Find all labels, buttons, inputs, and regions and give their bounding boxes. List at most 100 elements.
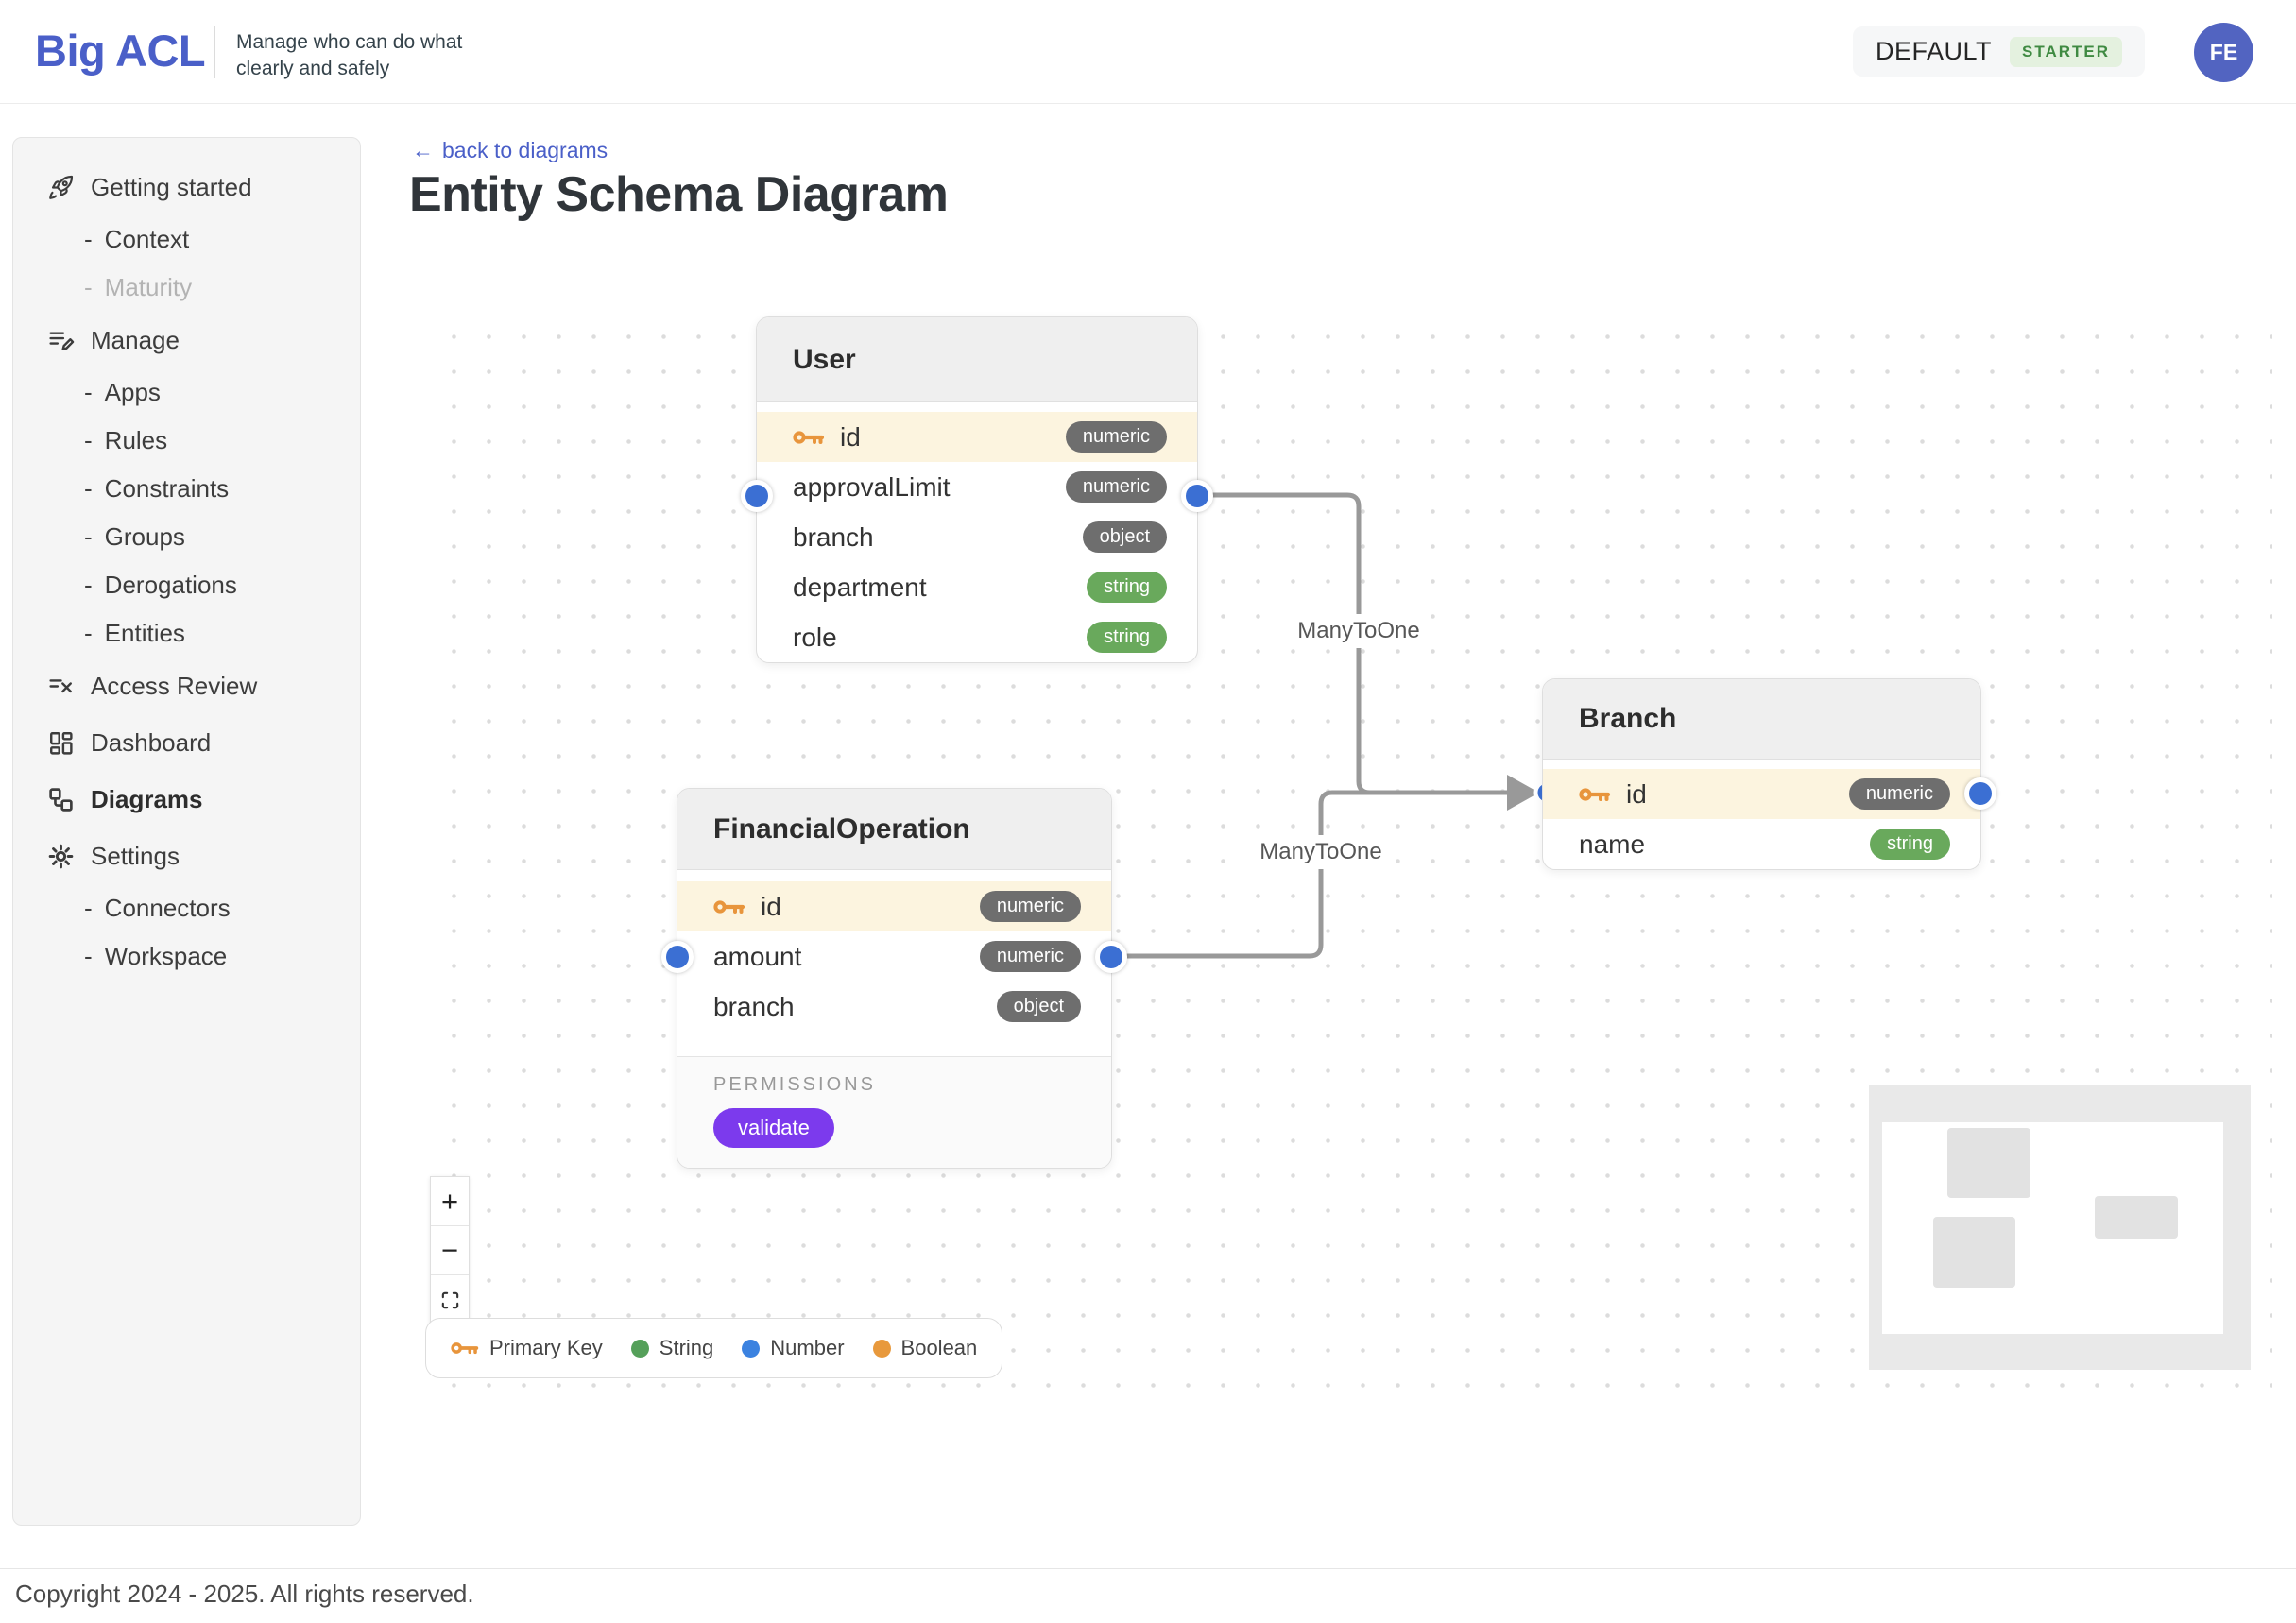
connection-handle-left[interactable] xyxy=(741,480,773,512)
entity-title: User xyxy=(757,317,1197,402)
zoom-in-button[interactable]: + xyxy=(431,1177,469,1226)
connection-handle-right[interactable] xyxy=(1181,480,1213,512)
sub-item-dash: - xyxy=(84,619,93,647)
sidebar-item-context[interactable]: - Context xyxy=(13,215,360,264)
sidebar-item-label: Context xyxy=(104,225,190,253)
legend: Primary Key String Number Boolean xyxy=(425,1318,1003,1378)
sidebar-item-label: Constraints xyxy=(104,474,230,503)
sidebar-item-label: Entities xyxy=(104,619,185,647)
back-to-diagrams-link[interactable]: ← back to diagrams xyxy=(412,138,608,163)
edge-label-manytoone-2: ManyToOne xyxy=(1250,835,1392,869)
type-badge: numeric xyxy=(979,891,1081,922)
sub-item-dash: - xyxy=(84,942,93,970)
sidebar-item-label: Workspace xyxy=(104,942,228,970)
type-badge: numeric xyxy=(979,941,1081,972)
page-title: Entity Schema Diagram xyxy=(409,167,949,222)
permissions-section: PERMISSIONS validate xyxy=(677,1056,1111,1168)
sidebar-item-getting-started[interactable]: Getting started xyxy=(13,159,360,215)
type-badge: object xyxy=(996,991,1081,1022)
edge-label-manytoone-1: ManyToOne xyxy=(1288,614,1430,648)
field-name: branch xyxy=(713,991,795,1021)
sub-item-dash: - xyxy=(84,894,93,922)
field-name: id xyxy=(840,421,861,452)
legend-label: String xyxy=(659,1336,714,1359)
type-badge: numeric xyxy=(1065,421,1167,453)
edge-arrowhead xyxy=(1507,775,1539,811)
sidebar: Getting started - Context - Maturity Man… xyxy=(12,137,361,1526)
legend-item-number: Number xyxy=(742,1336,845,1360)
sidebar-item-label: Groups xyxy=(104,522,185,551)
sidebar-item-label: Getting started xyxy=(91,172,252,201)
connection-handle-right[interactable] xyxy=(1964,777,1996,810)
field-row-amount: amount numeric xyxy=(677,931,1111,982)
minimap-node-branch xyxy=(2095,1196,2178,1239)
fit-view-button[interactable] xyxy=(431,1275,469,1324)
footer-divider xyxy=(0,1568,2296,1569)
field-row-department: department string xyxy=(757,562,1197,612)
sidebar-item-apps[interactable]: - Apps xyxy=(13,368,360,417)
sidebar-item-label: Maturity xyxy=(104,273,193,301)
connection-handle-left[interactable] xyxy=(661,941,694,973)
minimap-node-user xyxy=(1947,1128,2030,1198)
connection-handle-right[interactable] xyxy=(1095,941,1127,973)
zoom-out-button[interactable]: − xyxy=(431,1226,469,1275)
sidebar-item-derogations[interactable]: - Derogations xyxy=(13,561,360,609)
entity-node-branch[interactable]: Branch id numeric name string xyxy=(1542,678,1996,870)
back-arrow-icon: ← xyxy=(412,138,434,162)
key-icon xyxy=(451,1342,479,1355)
field-row-id: id numeric xyxy=(677,881,1111,931)
sidebar-item-settings[interactable]: Settings xyxy=(13,828,360,884)
permissions-label: PERMISSIONS xyxy=(713,1074,876,1095)
workspace-switcher[interactable]: DEFAULT STARTER xyxy=(1852,26,2145,77)
minimap[interactable] xyxy=(1869,1085,2251,1370)
gear-icon xyxy=(48,844,74,868)
diagram-canvas[interactable]: ManyToOne ManyToOne User id numeric appr… xyxy=(425,312,2272,1408)
tagline-line2: clearly and safely xyxy=(236,58,390,79)
sidebar-item-entities[interactable]: - Entities xyxy=(13,609,360,658)
avatar[interactable]: FE xyxy=(2194,23,2253,82)
sub-item-dash: - xyxy=(84,426,93,454)
edge-financialoperation-branch xyxy=(1112,790,1507,959)
entity-node-user[interactable]: User id numeric approvalLimit numeric br… xyxy=(741,316,1213,663)
field-name: branch xyxy=(793,521,874,552)
sidebar-item-diagrams[interactable]: Diagrams xyxy=(13,771,360,828)
field-row-branch: branch object xyxy=(757,512,1197,562)
sidebar-item-constraints[interactable]: - Constraints xyxy=(13,465,360,513)
tagline-line1: Manage who can do what xyxy=(236,31,463,53)
header-divider xyxy=(214,26,215,78)
sidebar-item-groups[interactable]: - Groups xyxy=(13,513,360,561)
legend-label: Number xyxy=(770,1336,845,1359)
sub-item-dash: - xyxy=(84,474,93,503)
app-tagline: Manage who can do what clearly and safel… xyxy=(236,29,462,82)
header: Big ACL Manage who can do what clearly a… xyxy=(0,0,2296,104)
sidebar-item-access-review[interactable]: Access Review xyxy=(13,658,360,714)
sidebar-item-label: Derogations xyxy=(104,571,237,599)
primary-key-icon xyxy=(793,430,825,444)
sidebar-item-dashboard[interactable]: Dashboard xyxy=(13,714,360,771)
field-name: approvalLimit xyxy=(793,471,951,502)
sidebar-item-workspace[interactable]: - Workspace xyxy=(13,932,360,981)
app-logo[interactable]: Big ACL xyxy=(35,26,206,76)
legend-item-string: String xyxy=(630,1336,714,1360)
field-row-approvallimit: approvalLimit numeric xyxy=(757,462,1197,512)
sub-item-dash: - xyxy=(84,273,93,301)
type-badge: string xyxy=(1087,622,1167,653)
sidebar-item-label: Access Review xyxy=(91,671,258,700)
sidebar-item-connectors[interactable]: - Connectors xyxy=(13,884,360,932)
legend-item-primary-key: Primary Key xyxy=(451,1336,603,1360)
entity-node-financialoperation[interactable]: FinancialOperation id numeric amount num… xyxy=(661,788,1127,1169)
sidebar-item-rules[interactable]: - Rules xyxy=(13,417,360,465)
dashboard-icon xyxy=(50,731,73,755)
sidebar-item-label: Settings xyxy=(91,841,180,870)
field-row-role: role string xyxy=(757,612,1197,662)
sidebar-item-manage[interactable]: Manage xyxy=(13,312,360,368)
field-row-name: name string xyxy=(1543,819,1980,869)
primary-key-icon xyxy=(713,899,745,914)
sidebar-item-label: Rules xyxy=(104,426,168,454)
rocket-icon xyxy=(49,175,74,199)
sidebar-item-maturity[interactable]: - Maturity xyxy=(13,264,360,312)
list-x-icon xyxy=(49,678,72,692)
sidebar-item-label: Dashboard xyxy=(91,727,212,757)
number-dot-icon xyxy=(742,1339,761,1358)
